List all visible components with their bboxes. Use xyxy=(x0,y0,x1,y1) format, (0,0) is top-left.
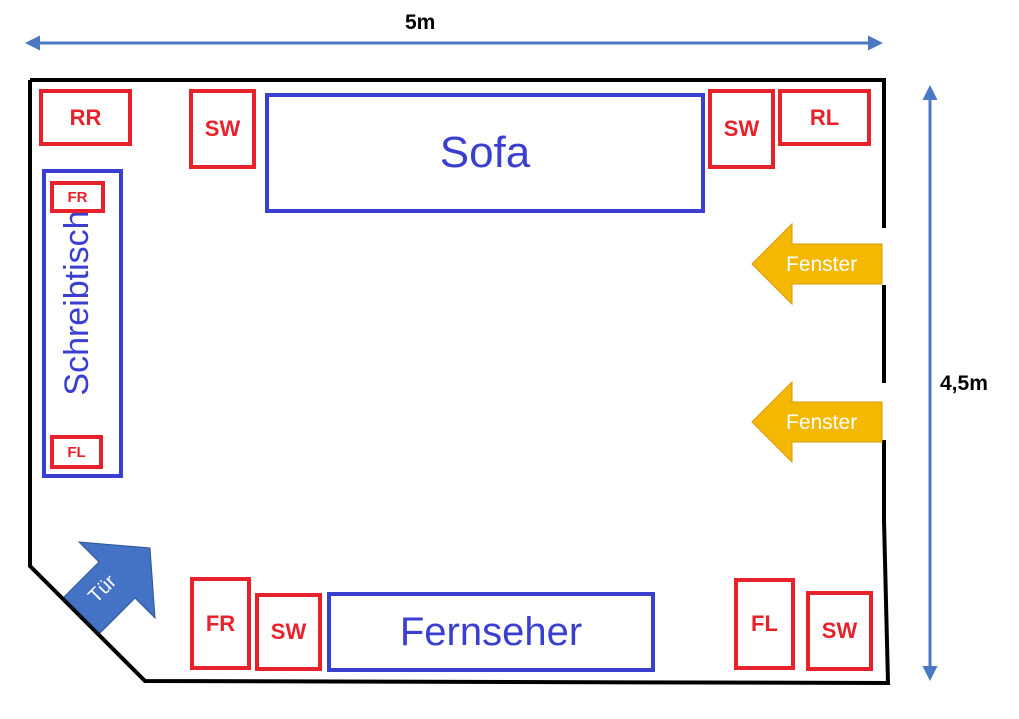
speaker-fl-bottom: FL xyxy=(734,578,795,670)
window-arrow-upper xyxy=(751,222,883,306)
desk xyxy=(42,169,123,478)
speaker-fl-desk: FL xyxy=(50,435,103,469)
speaker-rl: RL xyxy=(778,89,871,146)
width-label: 5m xyxy=(405,11,436,34)
height-label: 4,5m xyxy=(940,372,988,395)
speaker-sw-top-right: SW xyxy=(708,89,775,169)
window-label-lower: Fenster xyxy=(786,411,858,434)
window-label-upper: Fenster xyxy=(786,253,858,276)
window-arrow-lower xyxy=(751,380,883,464)
door-arrow xyxy=(63,541,156,634)
speaker-sw-bottom-left: SW xyxy=(255,593,322,671)
speaker-sw-bottom-right: SW xyxy=(806,591,873,671)
speaker-fr-bottom: FR xyxy=(190,577,251,670)
sofa: Sofa xyxy=(265,93,705,213)
speaker-fr-desk: FR xyxy=(50,181,105,213)
room-walls xyxy=(28,78,891,686)
desk-label: Schreibtisch xyxy=(58,210,96,396)
tv: Fernseher xyxy=(327,592,655,672)
speaker-rr: RR xyxy=(39,89,132,146)
speaker-sw-top-left: SW xyxy=(189,89,256,169)
